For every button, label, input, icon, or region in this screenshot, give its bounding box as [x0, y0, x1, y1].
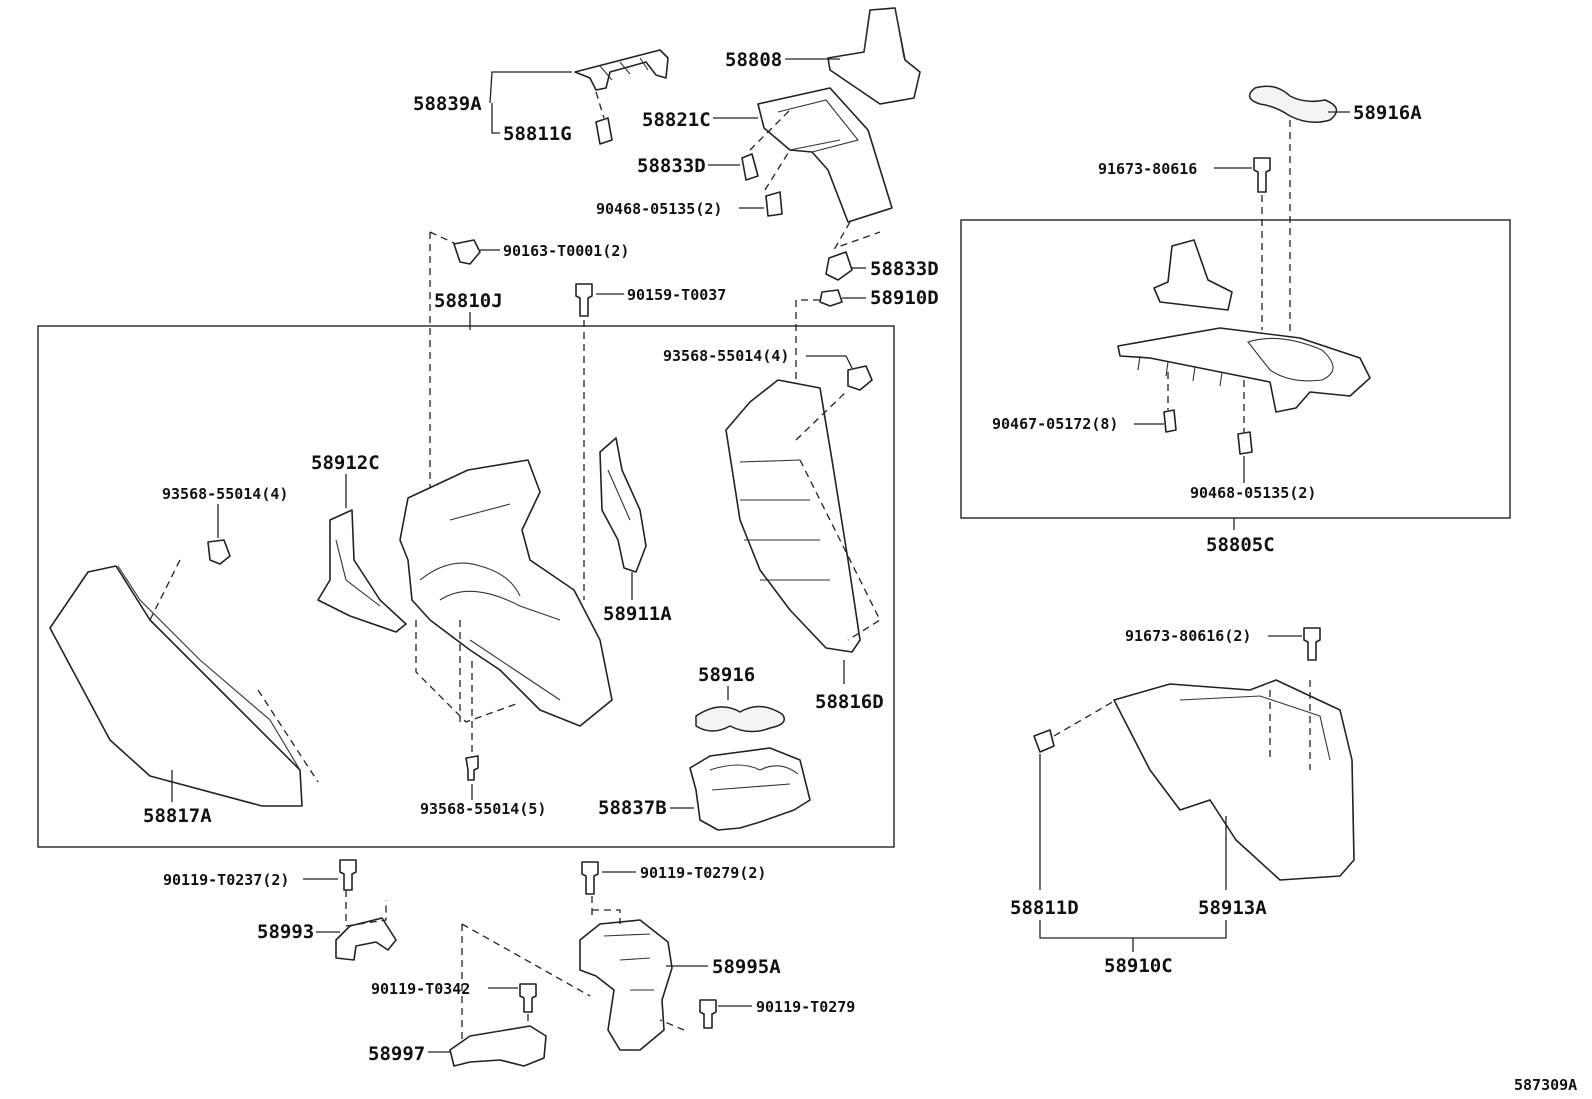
label-58916A: 58916A [1353, 102, 1422, 124]
label-58821C: 58821C [642, 109, 711, 131]
part-58997-bracket [449, 1025, 547, 1067]
bolt-90119-T0237 [339, 859, 357, 891]
label-58811G: 58811G [503, 123, 572, 145]
part-58808-boot [827, 7, 921, 105]
part-58839A [574, 49, 669, 91]
bolt-90163-T0001 [453, 239, 481, 265]
label-58816D: 58816D [815, 691, 884, 713]
part-58911A [599, 437, 647, 573]
part-58810J-frame [399, 459, 613, 727]
label-93568-55014-4-right: 93568-55014(4) [663, 347, 789, 365]
label-58808: 58808 [725, 49, 782, 71]
part-58817A-side-panel [49, 565, 303, 807]
part-58816D-side-panel [725, 379, 861, 653]
label-90467-05172: 90467-05172(8) [992, 415, 1118, 433]
bolt-90119-T0279-2 [581, 861, 599, 895]
label-90119-T0279: 90119-T0279 [756, 998, 855, 1016]
label-58839A: 58839A [413, 93, 482, 115]
part-58913A-side-cover [1113, 679, 1355, 881]
label-58910C: 58910C [1104, 955, 1173, 977]
label-90119-T0237: 90119-T0237(2) [163, 871, 289, 889]
label-58837B: 58837B [598, 797, 667, 819]
part-58821C-panel [757, 87, 893, 223]
assembly-box-right [960, 219, 1511, 519]
label-58910D: 58910D [870, 287, 939, 309]
label-58997: 58997 [368, 1043, 425, 1065]
bolt-93568-left [207, 539, 231, 565]
part-58993-bracket [335, 917, 397, 961]
label-90163-T0001: 90163-T0001(2) [503, 242, 629, 260]
label-90159-T0037: 90159-T0037 [627, 286, 726, 304]
label-58911A: 58911A [603, 603, 672, 625]
label-91673-80616: 91673-80616 [1098, 160, 1197, 178]
nut-90468-top [765, 191, 783, 217]
clip-58833D-top [741, 153, 759, 181]
label-58993: 58993 [257, 921, 314, 943]
clip-58833D-mid [825, 251, 853, 281]
assembly-box-left [37, 325, 895, 848]
label-90119-T0279-2: 90119-T0279(2) [640, 864, 766, 882]
part-58805C-tray [1117, 239, 1371, 413]
label-93568-55014-5: 93568-55014(5) [420, 800, 546, 818]
part-58916-mat [695, 705, 785, 733]
label-58817A: 58817A [143, 805, 212, 827]
clip-58811G [595, 117, 613, 145]
part-58995A-bracket [579, 919, 673, 1051]
nut-90468-box [1237, 431, 1253, 455]
label-90119-T0342: 90119-T0342 [371, 980, 470, 998]
clip-90467 [1163, 409, 1177, 433]
label-58995A: 58995A [712, 956, 781, 978]
part-58916A-mat [1248, 85, 1338, 123]
label-58810J: 58810J [434, 290, 503, 312]
label-90468-05135-box: 90468-05135(2) [1190, 484, 1316, 502]
label-58913A: 58913A [1198, 897, 1267, 919]
label-58805C: 58805C [1206, 534, 1275, 556]
label-58916: 58916 [698, 664, 755, 686]
label-58811D: 58811D [1010, 897, 1079, 919]
bolt-91673-80616-2 [1303, 627, 1321, 661]
label-58912C: 58912C [311, 452, 380, 474]
label-91673-80616-2: 91673-80616(2) [1125, 627, 1251, 645]
screw-58910D [819, 289, 843, 307]
diagram-code: 587309A [1514, 1076, 1577, 1094]
bolt-93568-right [847, 365, 873, 391]
label-93568-55014-4-left: 93568-55014(4) [162, 485, 288, 503]
bolt-93568-bottom [465, 755, 479, 781]
bolt-90159-T0037 [575, 283, 593, 317]
bolt-91673-80616 [1253, 157, 1271, 193]
clip-58811D [1033, 729, 1055, 753]
bolt-90119-T0342 [519, 983, 537, 1013]
label-58833D-mid: 58833D [870, 258, 939, 280]
part-58912C [317, 509, 407, 633]
label-58833D-top: 58833D [637, 155, 706, 177]
bolt-90119-T0279 [699, 999, 717, 1029]
part-58837B-cupholder [689, 747, 811, 831]
label-90468-05135-top: 90468-05135(2) [596, 200, 722, 218]
